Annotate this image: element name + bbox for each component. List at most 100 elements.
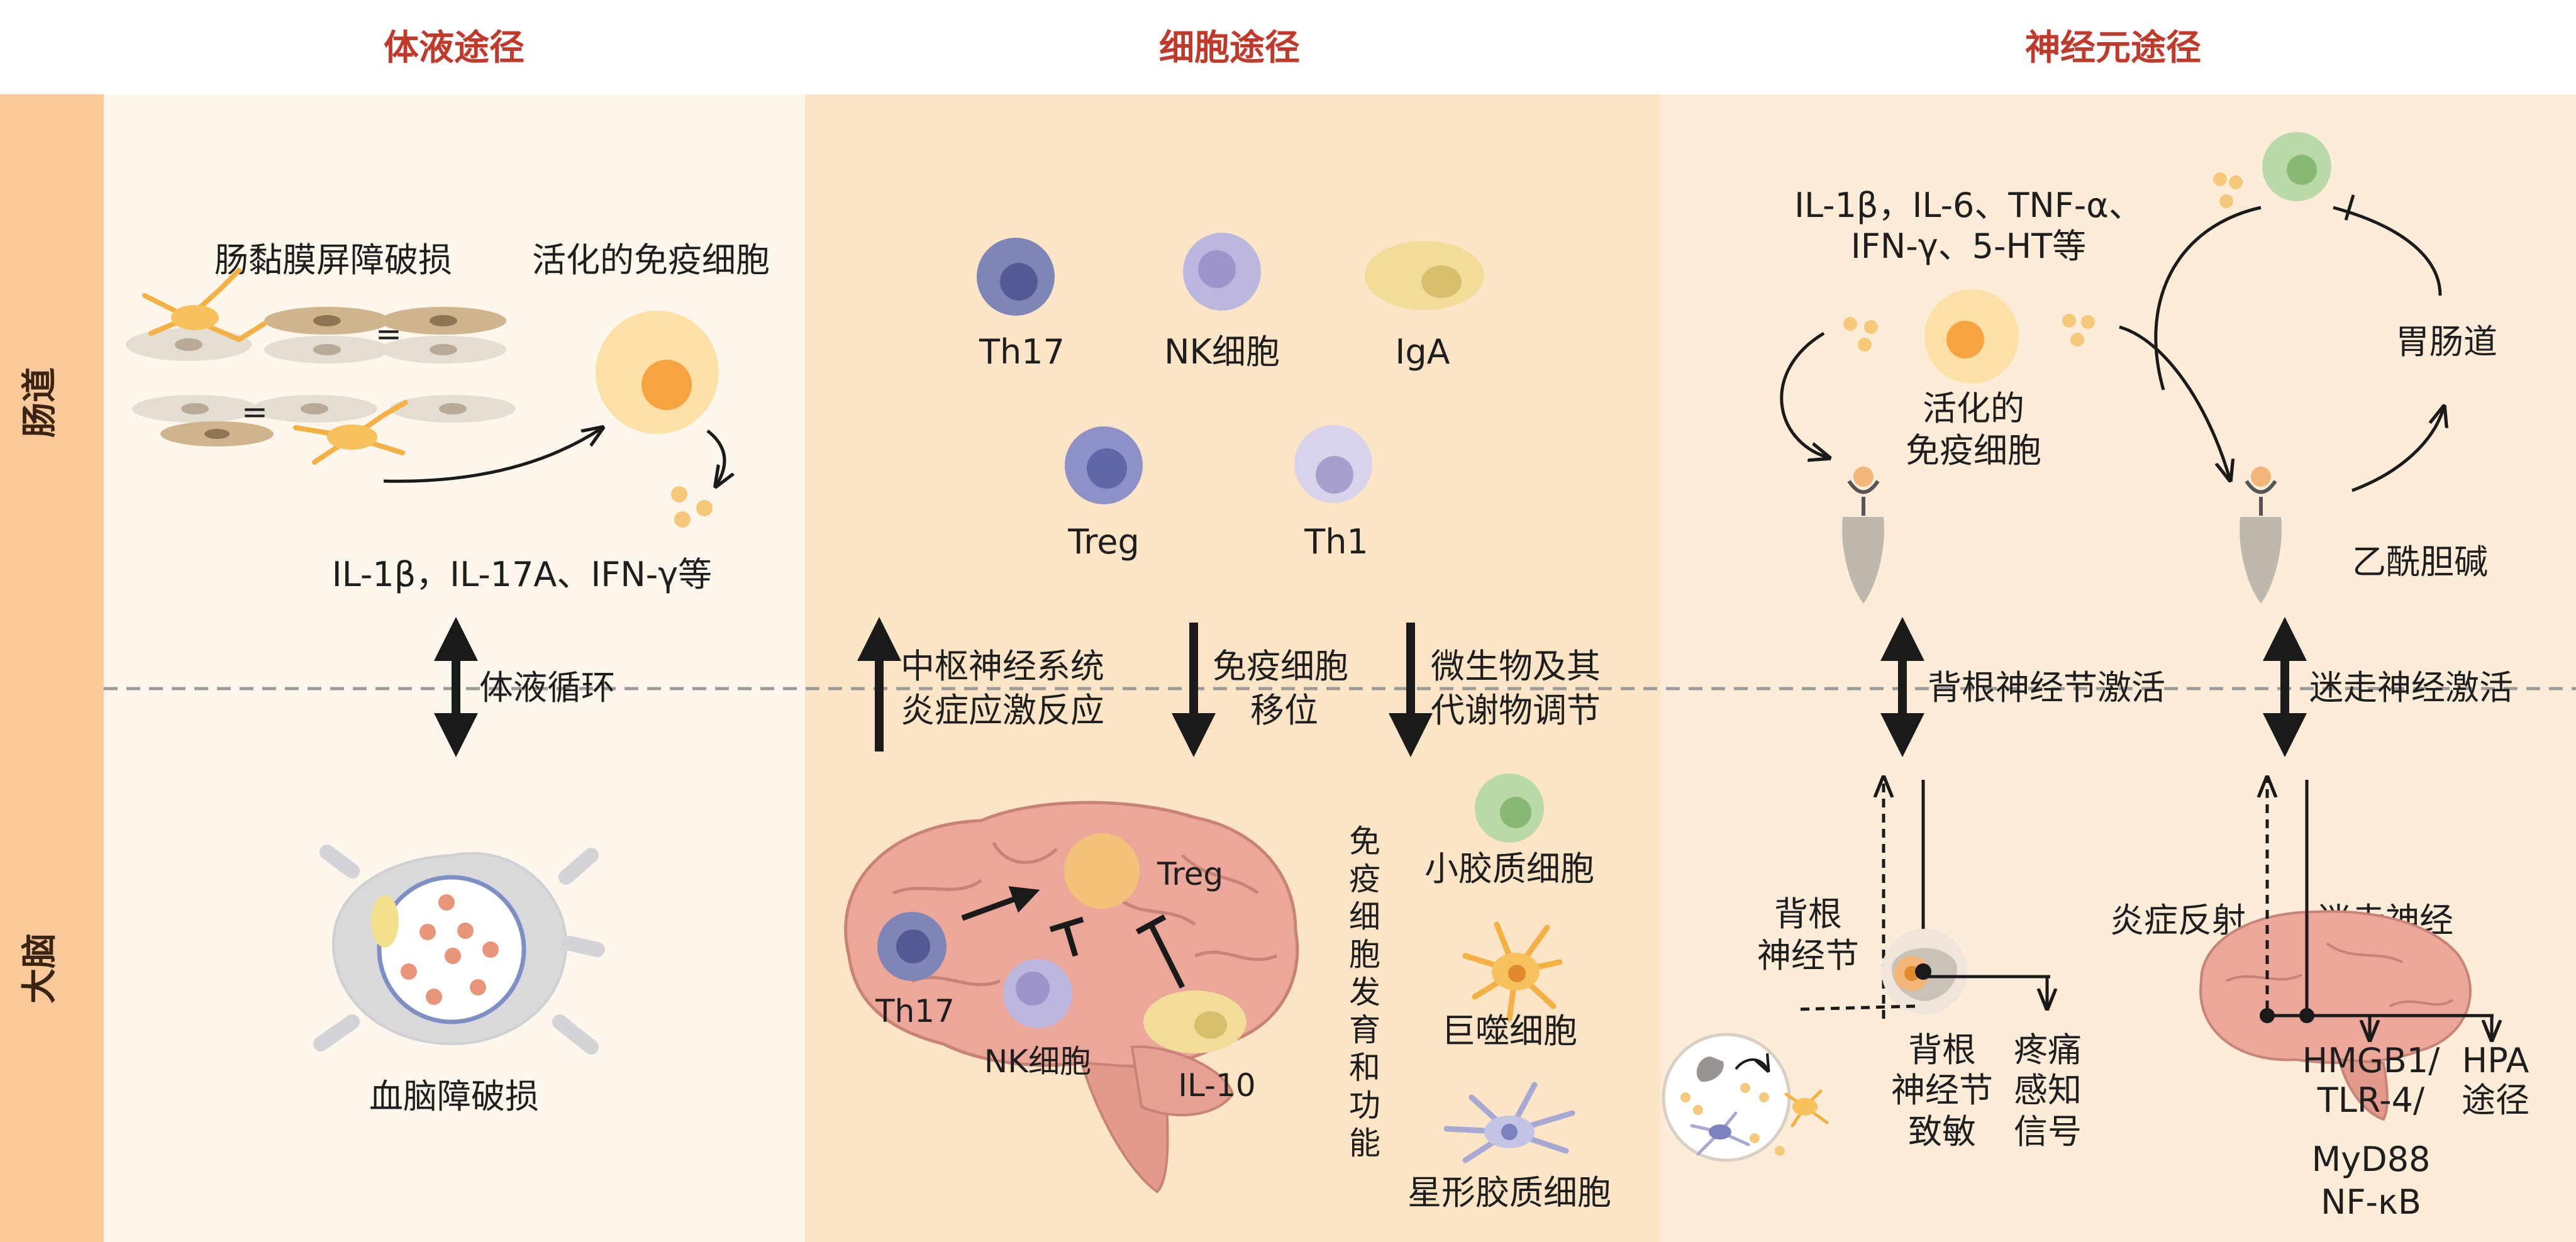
- macrophage-icon: [1462, 921, 1563, 1022]
- release-arrow: [706, 430, 724, 484]
- label-pathway2-line2: 途径: [2462, 1080, 2529, 1120]
- label-translocation-line1: 免疫细胞: [1213, 646, 1348, 686]
- brain-treg-cell: [1064, 833, 1140, 909]
- label-cytokines: IL-1β，IL-17A、IFN-γ等: [332, 555, 712, 594]
- label-pathway1-line1: HMGB1/: [2302, 1041, 2440, 1080]
- cell-th1: [1294, 425, 1372, 503]
- label-drg-line1: 背根: [1774, 894, 1842, 934]
- equal-sign: =: [242, 394, 268, 430]
- vagus-receptor-icon: [2240, 467, 2282, 604]
- row-label-brain: 大脑: [19, 933, 60, 1004]
- immune-to-vagus-arrow: [2119, 325, 2229, 478]
- gi-cycle-right-arc: [2333, 206, 2442, 296]
- label-microbe-line2: 代谢物调节: [1431, 690, 1601, 730]
- gi-inhibit-bar: [2344, 194, 2355, 221]
- label-pain-line2: 感知: [2014, 1070, 2082, 1110]
- label-drg-line2: 神经节: [1757, 936, 1859, 975]
- label-th17: Th17: [979, 332, 1065, 372]
- label-circulation: 体液循环: [479, 668, 615, 707]
- activation-arrow: [383, 429, 601, 483]
- label-neuro-cytokines-line1: IL-1β，IL-6、TNF-α、: [1794, 186, 2143, 225]
- svg-text:育: 育: [1349, 1012, 1380, 1048]
- brain-nk-nucleus: [1016, 972, 1050, 1006]
- brain-label-il10: IL-10: [1178, 1067, 1255, 1104]
- cell-th17: [977, 238, 1055, 316]
- label-inflammatory-reflex: 炎症反射: [2110, 901, 2246, 940]
- neuro-activated-immune-nucleus: [1946, 321, 1984, 358]
- label-gi-tract: 胃肠道: [2396, 322, 2497, 362]
- nk-inhibits-treg: [1049, 916, 1084, 957]
- label-immune-development-vertical: 免 疫 细 胞 发 育 和 功 能: [1349, 823, 1380, 1162]
- brain-il10-nucleus: [1194, 1011, 1227, 1039]
- label-neuro-activated-line2: 免疫细胞: [1906, 431, 2041, 470]
- svg-text:胞: 胞: [1349, 936, 1380, 973]
- label-iga: IgA: [1395, 332, 1450, 372]
- gi-microglia-nucleus: [2287, 155, 2317, 185]
- label-treg: Treg: [1067, 522, 1140, 562]
- gi-cycle-left-arc: [2154, 206, 2262, 391]
- label-microglia: 小胶质细胞: [1424, 849, 1594, 889]
- brain-th17-cell: [877, 912, 947, 981]
- epithelial-cells-illustration: = =: [126, 307, 516, 446]
- zoom-inset-circle: [1662, 1033, 1829, 1162]
- label-neuro-activated-line1: 活化的: [1923, 389, 2024, 428]
- astrocyte-icon: [1443, 1082, 1575, 1163]
- col-title-cellular: 细胞途径: [1159, 28, 1300, 69]
- small-brain-illustration: [2199, 910, 2472, 1121]
- column-bg-humoral: [0, 94, 805, 1242]
- label-pathway1-line2: TLR-4/: [2317, 1080, 2425, 1120]
- label-drg-sensitize-line3: 致敏: [1908, 1112, 1976, 1151]
- label-drg-sensitize-line2: 神经节: [1891, 1070, 1993, 1110]
- svg-text:免: 免: [1349, 823, 1380, 860]
- label-neuro-cytokines-line2: IFN-γ、5-HT等: [1851, 226, 2086, 266]
- label-cns-line2: 炎症应激反应: [901, 690, 1104, 730]
- equal-sign: =: [375, 316, 402, 352]
- neuro-cytokine-dots: [1843, 172, 2243, 352]
- il10-inhibits-treg: [1135, 914, 1185, 989]
- label-vagus-activation: 迷走神经激活: [2309, 668, 2513, 707]
- ach-to-gi-arrow: [2351, 409, 2443, 492]
- dendritic-cell-icon: [142, 268, 267, 342]
- label-pain-line1: 疼痛: [2014, 1030, 2082, 1070]
- label-pain-line3: 信号: [2014, 1112, 2082, 1151]
- blood-brain-barrier-icon: [313, 845, 605, 1055]
- cytokine-dots: [671, 486, 713, 528]
- svg-text:能: 能: [1349, 1125, 1380, 1162]
- svg-text:发: 发: [1349, 974, 1380, 1011]
- label-cns-line1: 中枢神经系统: [901, 646, 1104, 686]
- label-barrier-damage: 肠黏膜屏障破损: [214, 240, 452, 280]
- svg-text:功: 功: [1349, 1087, 1380, 1124]
- brain-label-treg: Treg: [1157, 856, 1223, 892]
- label-pathway1-line3: MyD88: [2312, 1139, 2431, 1179]
- label-drg-activation: 背根神经节激活: [1928, 668, 2165, 707]
- activated-immune-cell-nucleus: [641, 360, 692, 410]
- col-title-neuronal: 神经元途径: [2025, 28, 2201, 69]
- svg-text:和: 和: [1349, 1050, 1380, 1086]
- brain-label-th17: Th17: [875, 993, 955, 1029]
- drg-to-zoom-dashed: [1798, 1004, 1916, 1011]
- label-translocation-line2: 移位: [1250, 690, 1318, 730]
- cell-treg: [1065, 426, 1143, 504]
- brain-label-nk: NK细胞: [984, 1043, 1091, 1080]
- label-bbb-damage: 血脑障破损: [369, 1077, 539, 1116]
- label-pathway1-line4: NF-κB: [2321, 1182, 2421, 1222]
- label-acetylcholine: 乙酰胆碱: [2352, 542, 2488, 582]
- label-pathway2-line1: HPA: [2462, 1041, 2529, 1080]
- label-th1: Th1: [1304, 522, 1368, 562]
- row-label-bg: [0, 94, 104, 1242]
- label-microbe-line1: 微生物及其: [1431, 646, 1601, 686]
- label-activated-immune-cells: 活化的免疫细胞: [532, 240, 770, 280]
- row-label-gut: 肠道: [19, 367, 60, 438]
- th17-activates-treg-arrow: [961, 886, 1040, 921]
- cell-nk: [1183, 233, 1261, 311]
- svg-text:细: 细: [1349, 899, 1380, 935]
- svg-text:疫: 疫: [1349, 861, 1380, 897]
- col-title-humoral: 体液途径: [384, 28, 525, 69]
- label-macrophage: 巨噬细胞: [1441, 1011, 1577, 1051]
- dendritic-cell-icon: [293, 400, 408, 465]
- microglia-icon: [1475, 773, 1544, 843]
- label-nk: NK细胞: [1164, 332, 1280, 372]
- cell-iga: [1365, 241, 1484, 310]
- drg-receptor-icon: [1842, 467, 1884, 604]
